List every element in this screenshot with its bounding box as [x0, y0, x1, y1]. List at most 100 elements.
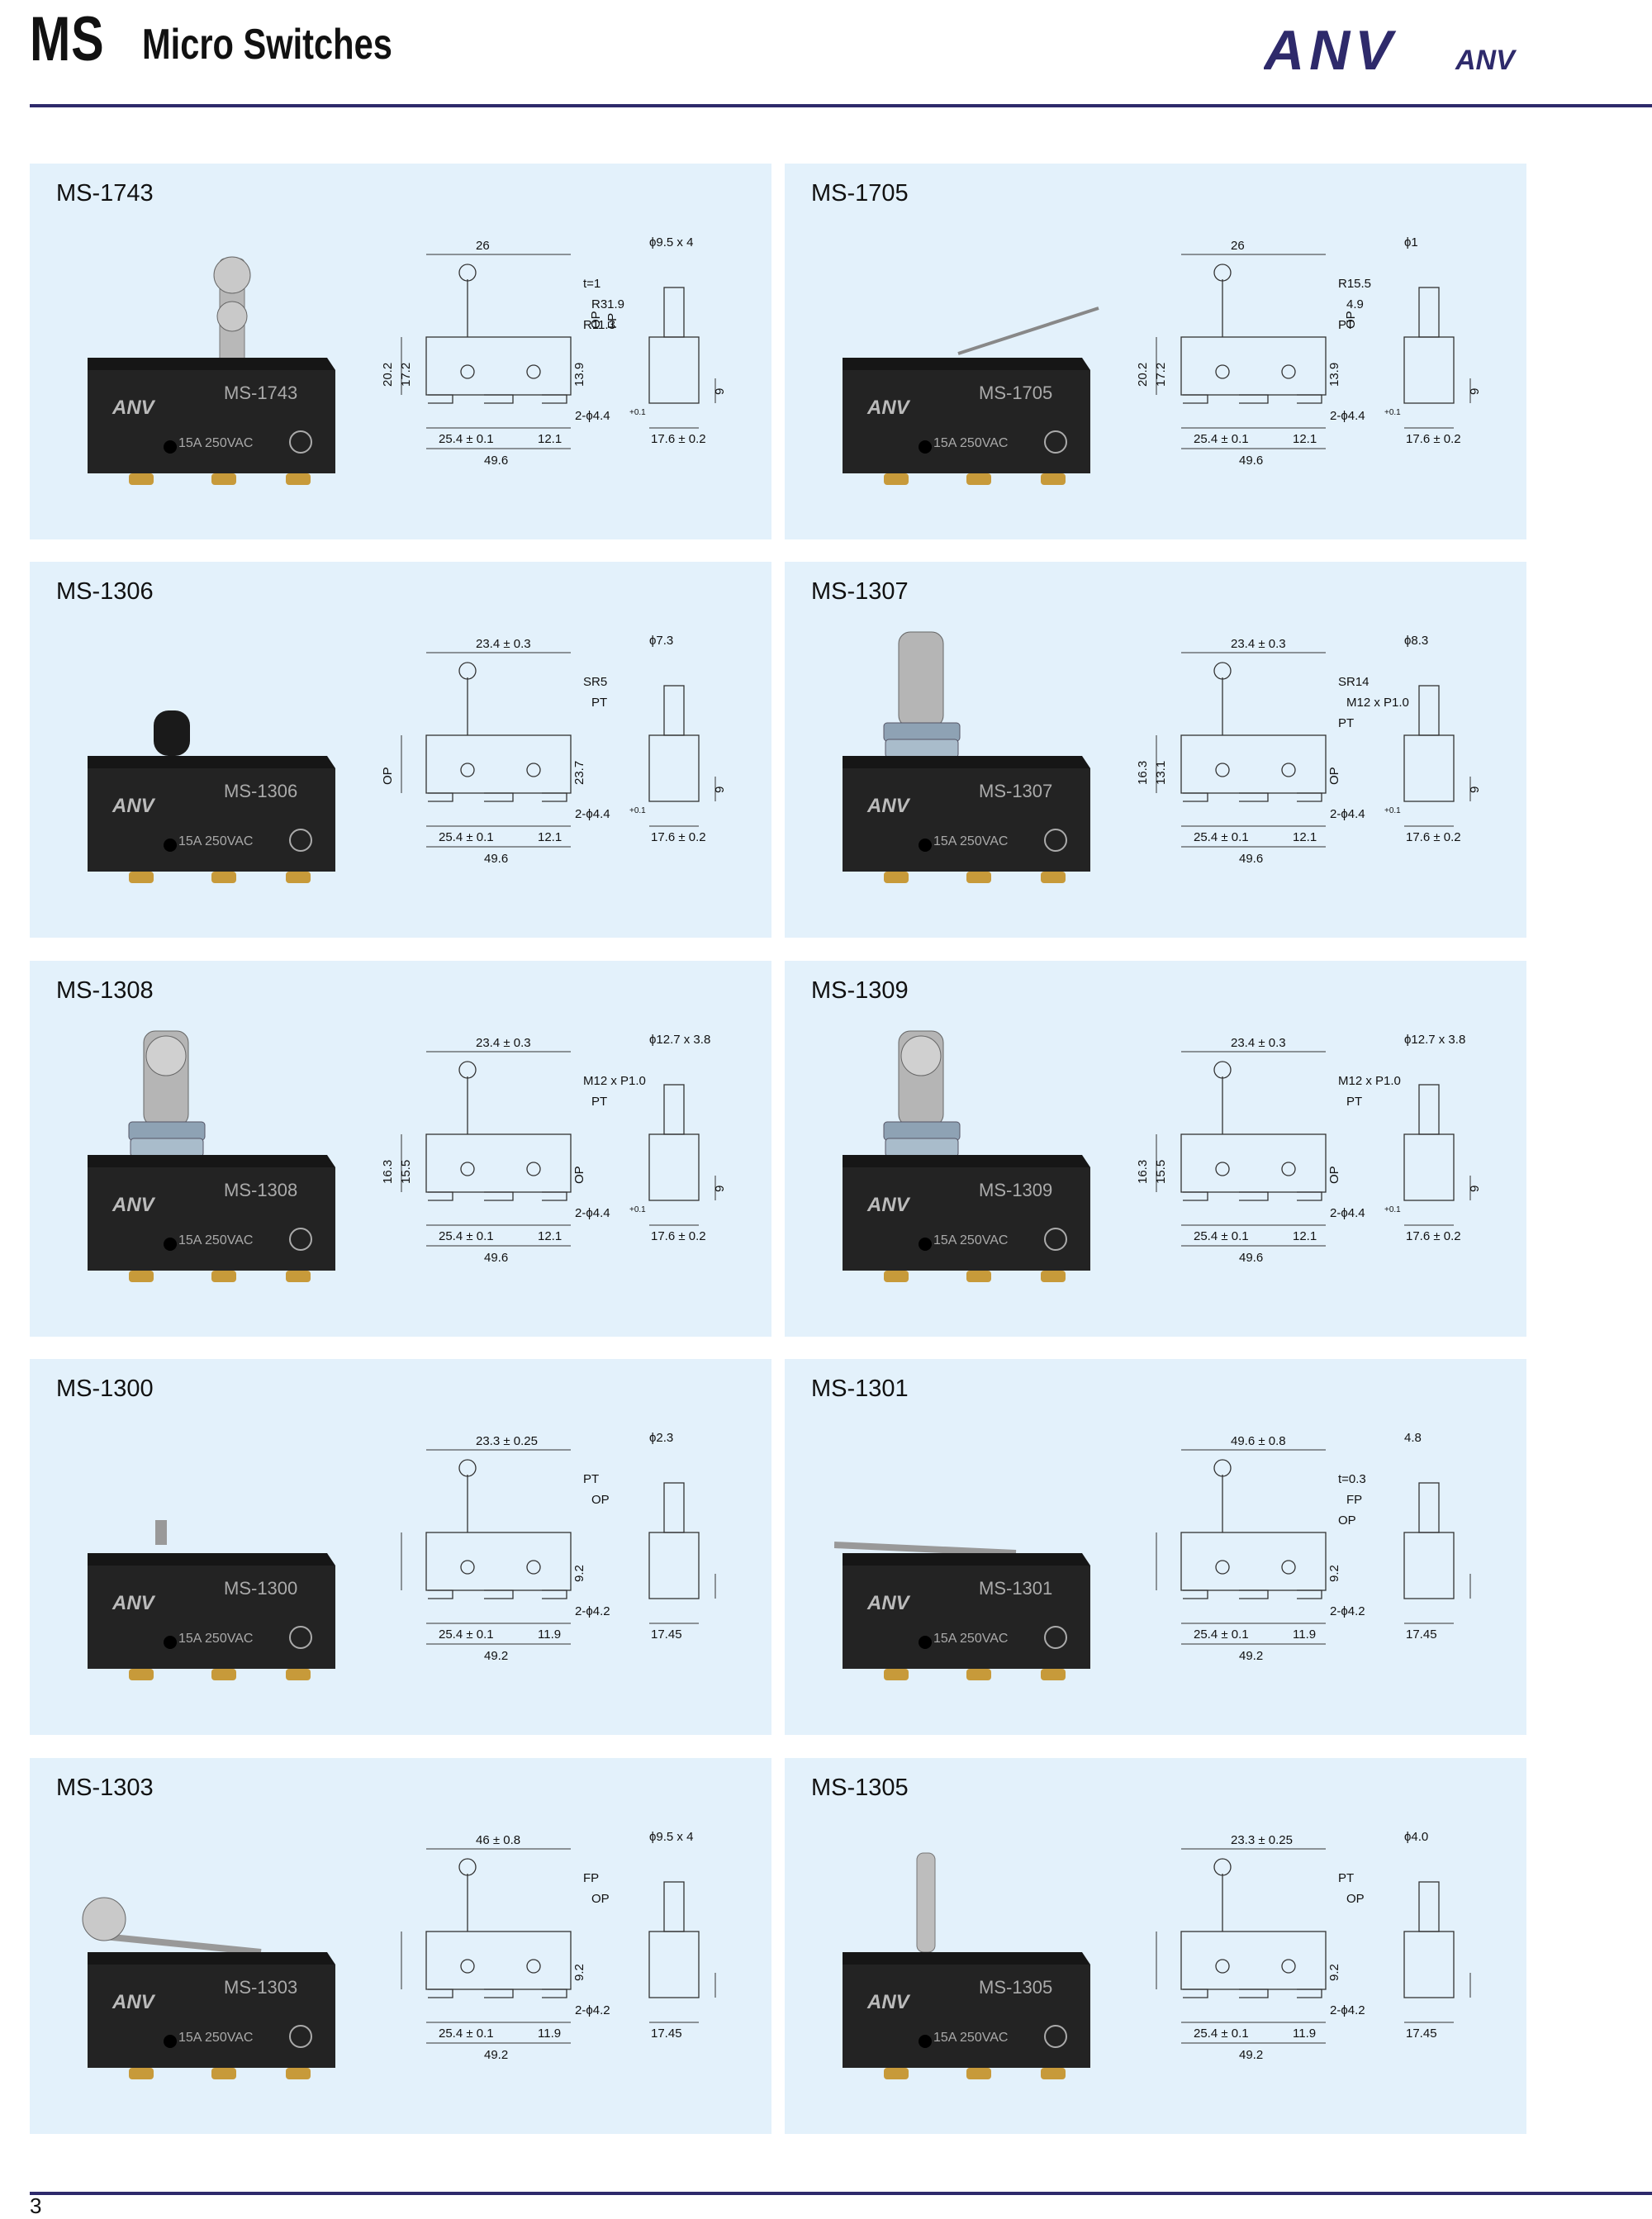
- dimension-label: 17.6 ± 0.2: [651, 830, 706, 844]
- dimension-label: 9.2: [1327, 1964, 1341, 1981]
- product-model-title: MS-1306: [56, 578, 154, 605]
- product-model-title: MS-1301: [811, 1376, 909, 1402]
- dimension-label: OP: [1344, 311, 1358, 329]
- series-title: MS: [30, 4, 105, 74]
- dimension-label: ϕ9.5 x 4: [649, 235, 693, 249]
- case-rating: 15A 250VAC: [178, 436, 253, 450]
- dimension-label: 11.9: [1293, 1627, 1316, 1642]
- svg-text:ANV: ANV: [1455, 45, 1517, 76]
- dimension-label: 25.4 ± 0.1: [1194, 830, 1249, 844]
- dimension-label: 9: [713, 1186, 727, 1192]
- dimension-label: 17.6 ± 0.2: [651, 432, 706, 446]
- case-rating: 15A 250VAC: [933, 1632, 1008, 1646]
- technical-drawing: [401, 1051, 716, 1247]
- dimension-label: 49.2: [1239, 2048, 1263, 2062]
- dimension-label: 23.4 ± 0.3: [1231, 1036, 1286, 1050]
- dimension-label: 17.45: [651, 1627, 682, 1642]
- dimension-label: 25.4 ± 0.1: [439, 1627, 494, 1642]
- dimension-label: +0.1: [629, 806, 646, 815]
- dimension-label: ϕ4.0: [1404, 1830, 1428, 1844]
- dimension-label: OP: [1346, 1892, 1365, 1906]
- page-number: 3: [30, 2193, 42, 2218]
- dimension-label: 15.5: [1154, 1160, 1168, 1184]
- dimension-label: 23.4 ± 0.3: [476, 637, 531, 651]
- dimension-label: PT: [1338, 1871, 1354, 1885]
- case-model-label: MS-1305: [979, 1977, 1052, 1998]
- case-model-label: MS-1306: [224, 781, 297, 801]
- product-model-title: MS-1309: [811, 977, 909, 1004]
- dimension-label: ϕ9.5 x 4: [649, 1830, 693, 1844]
- dimension-label: 16.3: [381, 1160, 395, 1184]
- technical-drawing: [1156, 1051, 1471, 1247]
- dimension-label: 20.2: [381, 363, 395, 387]
- roller-wheel: [213, 256, 251, 294]
- dimension-label: 2-ϕ4.4: [1330, 807, 1365, 821]
- ce-mark-icon: [1044, 1228, 1067, 1251]
- roller-wheel: [82, 1897, 126, 1941]
- case-model-label: MS-1303: [224, 1977, 297, 1998]
- case-model-label: MS-1301: [979, 1578, 1052, 1599]
- dimension-label: OP: [381, 767, 395, 785]
- dimension-label: 9: [1468, 388, 1482, 395]
- dimension-label: 25.4 ± 0.1: [439, 2027, 494, 2041]
- dimension-label: M12 x P1.0: [1346, 696, 1409, 710]
- case-brand: ANV: [112, 397, 156, 419]
- technical-drawing: [1156, 254, 1471, 449]
- roller-wheel: [900, 1035, 942, 1076]
- dimension-label: 2-ϕ4.4: [1330, 1206, 1365, 1220]
- dimension-label: 2-ϕ4.4: [575, 807, 610, 821]
- dimension-label: SR5: [583, 675, 607, 689]
- dimension-label: 26: [1231, 239, 1245, 253]
- dimension-label: 2-ϕ4.4: [575, 409, 610, 423]
- dimension-label: M12 x P1.0: [583, 1074, 646, 1088]
- case-brand: ANV: [112, 1991, 156, 2013]
- dimension-label: 25.4 ± 0.1: [1194, 2027, 1249, 2041]
- dimension-label: 11.9: [1293, 2027, 1316, 2041]
- product-model-title: MS-1743: [56, 180, 154, 207]
- dimension-label: 25.4 ± 0.1: [1194, 1627, 1249, 1642]
- dimension-label: 16.3: [1136, 1160, 1150, 1184]
- dimension-label: 12.1: [538, 432, 562, 446]
- case-model-label: MS-1308: [224, 1180, 297, 1200]
- product-model-title: MS-1300: [56, 1376, 154, 1402]
- dimension-label: 49.2: [484, 1649, 508, 1663]
- case-rating: 15A 250VAC: [178, 1233, 253, 1247]
- dimension-label: OP: [589, 311, 603, 329]
- technical-drawing: [401, 1848, 716, 2044]
- dimension-label: 2-ϕ4.4: [1330, 409, 1365, 423]
- dimension-label: 17.2: [1154, 363, 1168, 387]
- dimension-label: 12.1: [538, 1229, 562, 1243]
- dimension-label: 9: [713, 388, 727, 395]
- dimension-label: 11.9: [538, 2027, 561, 2041]
- dimension-label: 25.4 ± 0.1: [1194, 1229, 1249, 1243]
- ce-mark-icon: [289, 1228, 312, 1251]
- dimension-label: 20.2: [1136, 363, 1150, 387]
- dimension-label: ϕ12.7 x 3.8: [1404, 1033, 1465, 1047]
- case-brand: ANV: [866, 397, 911, 419]
- dimension-label: 12.1: [1293, 830, 1317, 844]
- dimension-label: 15.5: [399, 1160, 413, 1184]
- dimension-label: 9.2: [572, 1964, 586, 1981]
- dimension-label: 17.6 ± 0.2: [1406, 1229, 1461, 1243]
- brand-logo: ANV ANV: [1264, 19, 1517, 76]
- dimension-label: 2-ϕ4.2: [575, 2003, 610, 2017]
- roller-wheel: [145, 1035, 187, 1076]
